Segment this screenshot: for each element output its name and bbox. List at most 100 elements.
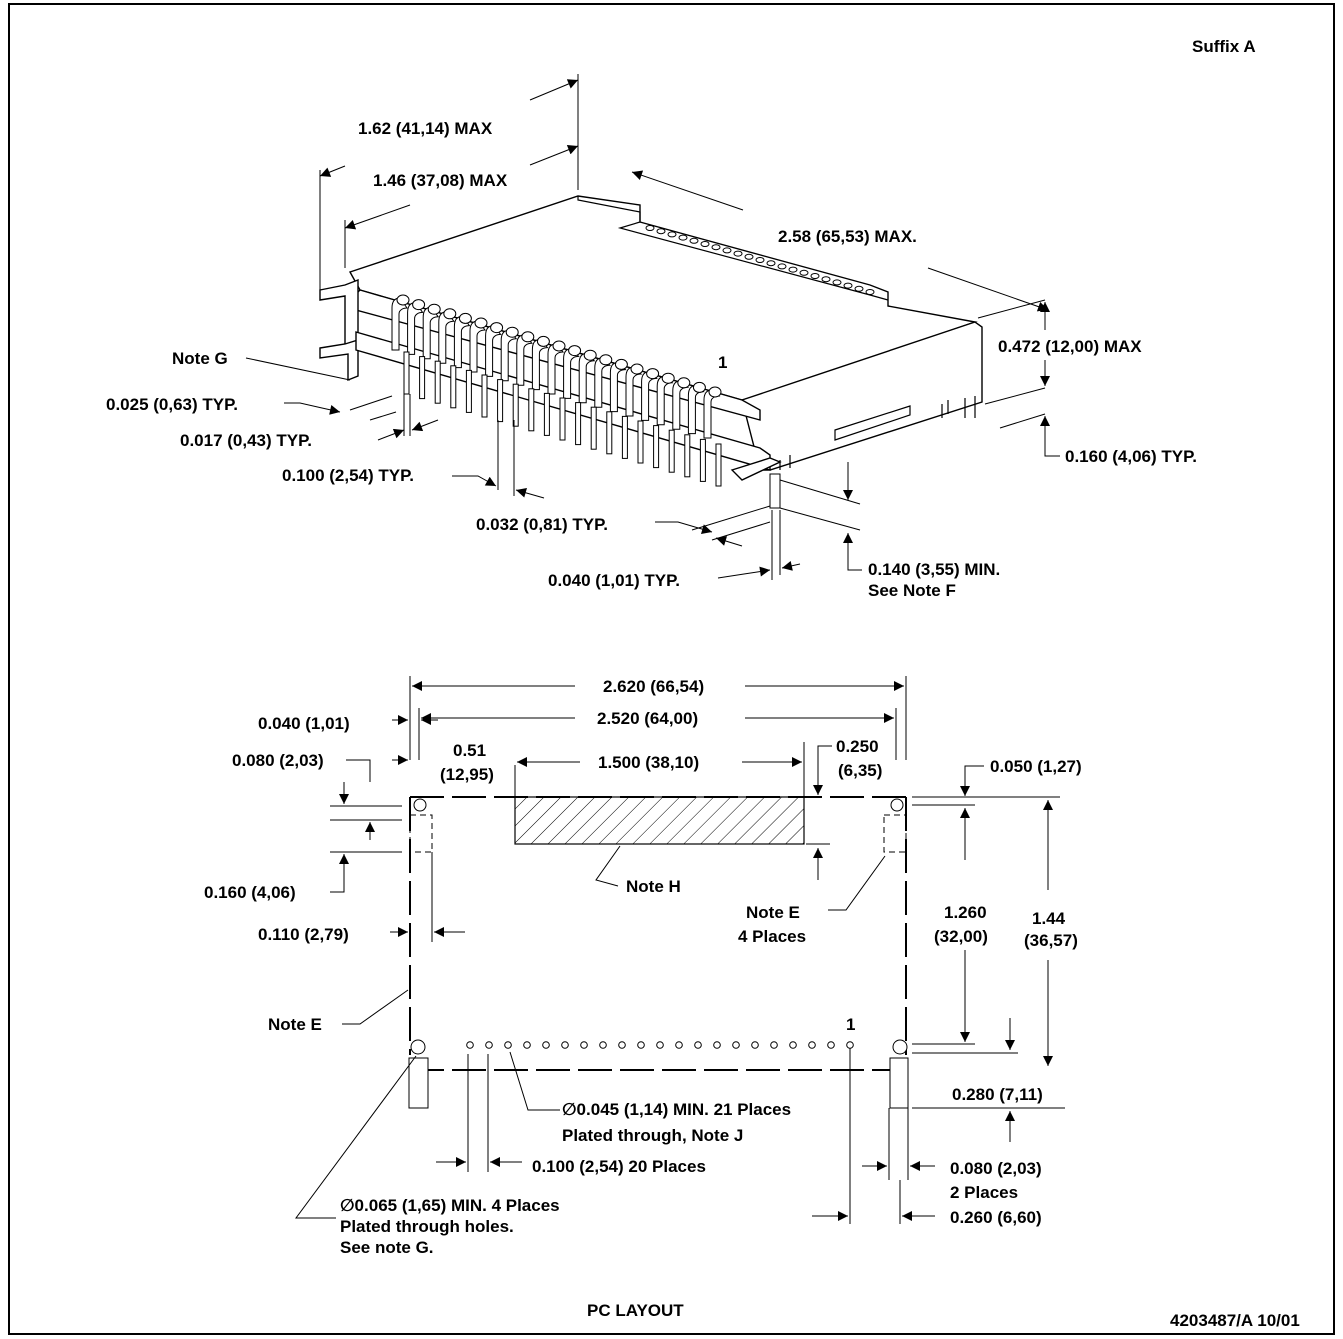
bottom-pin xyxy=(590,406,597,450)
bottom-pin xyxy=(699,438,706,482)
pin-hole xyxy=(485,1041,493,1049)
dim-cutout-offset-x-metric: (12,95) xyxy=(440,765,494,784)
bottom-pin xyxy=(637,420,644,464)
dim-pin-length-note: See Note F xyxy=(868,581,956,600)
bottom-pin xyxy=(481,374,488,418)
back-contact xyxy=(865,289,875,295)
back-contact xyxy=(799,269,809,276)
top-pin-head xyxy=(568,345,582,357)
dim-cutout-width: 1.500 (38,10) xyxy=(598,753,699,772)
suffix-label: Suffix A xyxy=(1192,37,1256,56)
pin-hole xyxy=(561,1041,569,1049)
note-e-places-line1: Note E xyxy=(746,903,800,922)
back-contact xyxy=(656,228,666,235)
top-pin-head xyxy=(630,363,644,375)
note-h-label: Note H xyxy=(626,877,681,896)
dim-edge-offset: 0.040 (1,01) xyxy=(258,714,350,733)
mount-hole-callout-line2: Plated through holes. xyxy=(340,1217,514,1236)
top-pin-head xyxy=(646,368,660,380)
mount-hole-leader xyxy=(295,1055,417,1219)
dim-pin1-to-edge: 0.260 (6,60) xyxy=(950,1208,1042,1227)
top-pin-head xyxy=(521,331,535,343)
dim-cutout-offset-x-value: 0.51 xyxy=(453,741,486,760)
pin-hole xyxy=(523,1041,531,1049)
bottom-pin xyxy=(497,379,504,423)
pin-hole xyxy=(713,1041,721,1049)
bottom-pin xyxy=(559,397,566,441)
mount-hole-callout-line1: ∅0.065 (1,65) MIN. 4 Places xyxy=(340,1196,560,1215)
dim-pin-pitch-typ: 0.100 (2,54) TYP. xyxy=(282,466,414,485)
pin-hole xyxy=(542,1041,550,1049)
iso-pin-one-label: 1 xyxy=(718,353,727,372)
pin-hole xyxy=(637,1041,645,1049)
top-pin xyxy=(469,320,487,373)
back-contact xyxy=(689,237,699,244)
front-slot xyxy=(834,405,911,441)
bottom-pin xyxy=(403,351,410,395)
dim-overall-depth-value: 1.44 xyxy=(1032,909,1066,928)
back-contact xyxy=(722,247,732,254)
dim-inner-width: 2.520 (64,00) xyxy=(597,709,698,728)
bottom-pin xyxy=(434,360,441,404)
top-pin xyxy=(609,361,627,413)
dim-layout-pin-pitch: 0.100 (2,54) 20 Places xyxy=(532,1157,706,1176)
top-pin-head xyxy=(443,308,457,320)
top-pin-row xyxy=(391,294,722,439)
top-pin-head xyxy=(692,381,706,393)
dim-row-to-hole-value: 1.260 xyxy=(944,903,987,922)
tab-slot-right xyxy=(889,1057,909,1109)
top-pin xyxy=(438,311,455,364)
pc-layout-view: 2.620 (66,54) 2.520 (64,00) 0.040 (1,01)… xyxy=(204,676,1082,1257)
bottom-pin xyxy=(450,365,457,409)
pin-hole xyxy=(599,1041,607,1049)
back-contact xyxy=(788,266,798,273)
dim-standoff-typ: 0.160 (4,06) TYP. xyxy=(1065,447,1197,466)
top-pin-head xyxy=(614,358,628,370)
top-pin xyxy=(547,343,565,395)
back-contact xyxy=(843,282,853,289)
top-pin-head xyxy=(396,294,410,306)
top-pin-head xyxy=(505,326,519,338)
pin-hole xyxy=(846,1041,854,1049)
dim-line-body-length xyxy=(344,204,411,230)
dim-overall-width: 2.620 (66,54) xyxy=(603,677,704,696)
dim-overall-length-max: 1.62 (41,14) MAX xyxy=(358,119,493,138)
bottom-pin xyxy=(668,429,675,473)
back-contact xyxy=(645,225,655,231)
back-contact xyxy=(733,250,743,257)
bottom-pin xyxy=(715,443,722,487)
pin-hole xyxy=(675,1041,683,1049)
back-contact xyxy=(711,244,721,251)
pin-hole xyxy=(789,1041,797,1049)
note-e-places-leader xyxy=(828,855,886,911)
top-pin-head xyxy=(536,335,550,347)
top-pin xyxy=(500,329,518,382)
top-pin xyxy=(516,334,533,386)
mount-hole-top-right xyxy=(890,798,904,812)
dim-height-max: 0.472 (12,00) MAX xyxy=(998,337,1142,356)
top-pin xyxy=(625,366,643,417)
bottom-pin xyxy=(512,383,519,427)
note-g-leader xyxy=(245,357,351,381)
bottom-pin xyxy=(528,388,535,432)
pin-hole xyxy=(618,1041,626,1049)
drawing-frame xyxy=(8,3,1335,1335)
dim-tab-thickness-typ: 0.032 (0,81) TYP. xyxy=(476,515,608,534)
pin-hole-callout-line2: Plated through, Note J xyxy=(562,1126,743,1145)
mount-hole-bottom-left xyxy=(410,1039,426,1055)
pin-hole xyxy=(808,1041,816,1049)
pin-hole xyxy=(580,1041,588,1049)
back-contact xyxy=(667,231,677,238)
bottom-pin xyxy=(684,434,691,478)
bottom-pin xyxy=(465,369,472,413)
note-h-leader xyxy=(595,845,621,887)
back-contact xyxy=(678,234,688,241)
dim-cutout-depth-value: 0.250 xyxy=(836,737,879,756)
pin-hole xyxy=(827,1041,835,1049)
right-hold-down-tab xyxy=(730,457,782,481)
right-hold-down-leg xyxy=(769,473,781,509)
bottom-pin xyxy=(621,415,628,459)
top-pin-head xyxy=(490,322,504,334)
back-contact xyxy=(755,257,765,263)
